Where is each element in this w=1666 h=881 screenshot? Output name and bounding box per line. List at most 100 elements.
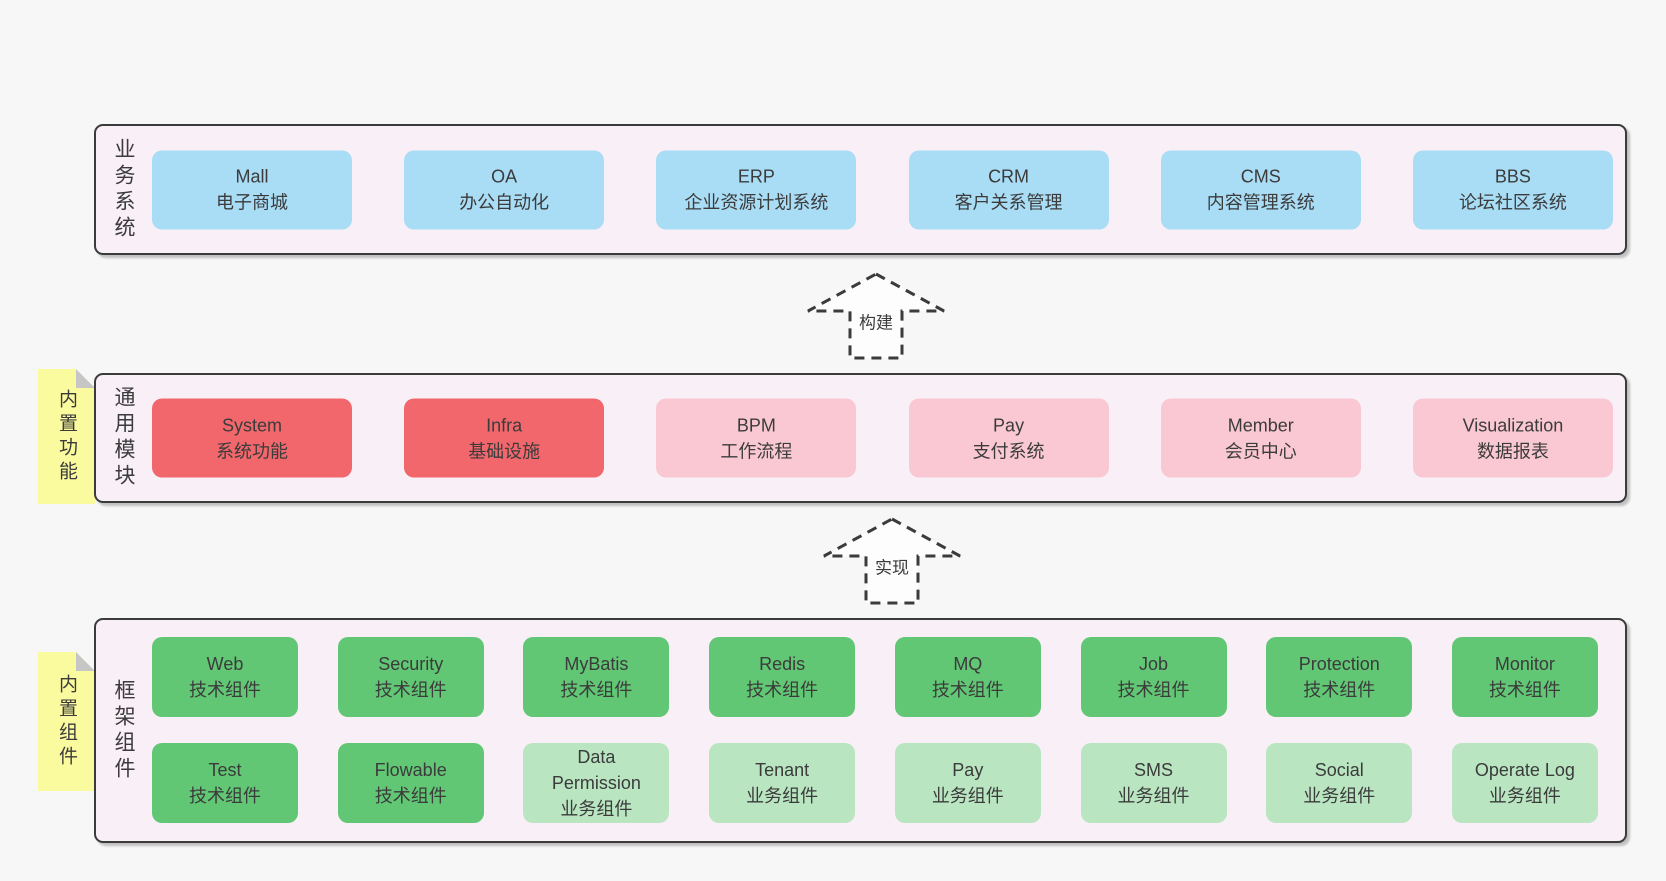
box-mybatis: MyBatis 技术组件: [523, 637, 670, 717]
arrow-implement: 实现: [822, 517, 962, 605]
box-title: Member: [1227, 415, 1294, 435]
box-title: Monitor: [1494, 654, 1555, 674]
box-subtitle: 办公自动化: [459, 192, 550, 213]
box-title: Redis: [759, 654, 806, 674]
box-pay: Pay 支付系统: [908, 398, 1109, 478]
box-title: Operate Log: [1474, 760, 1575, 780]
box-web: Web 技术组件: [152, 637, 298, 717]
box-title: OA: [491, 166, 518, 187]
box-subtitle: 数据报表: [1476, 441, 1549, 461]
sticky-note-builtin-features: 内置功能: [38, 369, 95, 504]
sticky-note-label: 内置功能: [56, 388, 77, 485]
box-title: SMS: [1134, 760, 1174, 780]
arrow-build-label: 构建: [856, 308, 896, 334]
box-subtitle: 会员中心: [1224, 441, 1297, 461]
box-subtitle: 技术组件: [374, 680, 447, 700]
box-subtitle: 企业资源计划系统: [684, 192, 829, 213]
box-monitor: Monitor 技术组件: [1451, 637, 1598, 717]
box-redis: Redis 技术组件: [709, 637, 856, 717]
box-crm: CRM 客户关系管理: [908, 150, 1109, 229]
box-title: BPM: [736, 415, 776, 435]
box-title: Infra: [486, 415, 523, 435]
box-subtitle: 技术组件: [931, 680, 1004, 700]
box-title: Tenant: [755, 760, 810, 780]
folded-corner-icon: [76, 369, 95, 388]
box-title: MyBatis: [564, 654, 629, 674]
box-cms: CMS 内容管理系统: [1160, 150, 1361, 229]
box-subtitle: 基础设施: [468, 441, 541, 461]
box-title: Pay: [952, 760, 984, 780]
box-pay-business: Pay 业务组件: [894, 743, 1041, 823]
arrow-implement-label: 实现: [872, 553, 912, 579]
box-title: Data Permission: [551, 747, 641, 793]
box-title: CRM: [988, 166, 1030, 187]
box-flowable: Flowable 技术组件: [337, 743, 484, 823]
box-subtitle: 业务组件: [1117, 786, 1190, 806]
band-label-common-modules: 通用模块: [112, 386, 135, 490]
box-visualization: Visualization 数据报表: [1412, 398, 1613, 478]
box-title: Flowable: [374, 760, 447, 780]
box-subtitle: 技术组件: [1117, 680, 1190, 700]
box-subtitle: 客户关系管理: [954, 192, 1063, 213]
box-subtitle: 业务组件: [560, 799, 633, 819]
box-protection: Protection 技术组件: [1266, 637, 1413, 717]
band-label-framework-components: 框架组件: [112, 678, 135, 783]
box-subtitle: 业务组件: [746, 786, 819, 806]
box-title: BBS: [1494, 166, 1531, 187]
box-tenant: Tenant 业务组件: [709, 743, 856, 823]
framework-row-1: Web 技术组件 Security 技术组件 MyBatis 技术组件 Redi…: [152, 637, 1598, 717]
box-title: Visualization: [1462, 415, 1564, 435]
box-title: CMS: [1240, 166, 1281, 187]
band-common-modules: 通用模块 System 系统功能 Infra 基础设施 BPM 工作流程 Pay…: [94, 373, 1627, 503]
box-oa: OA 办公自动化: [404, 150, 605, 229]
box-title: Job: [1139, 654, 1169, 674]
box-system: System 系统功能: [152, 398, 352, 478]
box-title: Pay: [993, 415, 1025, 435]
framework-components-rows: Web 技术组件 Security 技术组件 MyBatis 技术组件 Redi…: [152, 637, 1598, 823]
box-title: Mall: [235, 166, 269, 187]
box-subtitle: 技术组件: [1303, 680, 1376, 700]
box-member: Member 会员中心: [1160, 398, 1361, 478]
box-subtitle: 系统功能: [216, 441, 288, 461]
box-mall: Mall 电子商城: [152, 150, 352, 229]
box-erp: ERP 企业资源计划系统: [656, 150, 857, 229]
box-mq: MQ 技术组件: [894, 637, 1041, 717]
box-subtitle: 技术组件: [189, 680, 261, 700]
box-bbs: BBS 论坛社区系统: [1412, 150, 1613, 229]
box-subtitle: 工作流程: [720, 441, 793, 461]
box-operate-log: Operate Log 业务组件: [1451, 743, 1598, 823]
box-title: Protection: [1298, 654, 1380, 674]
box-subtitle: 论坛社区系统: [1458, 192, 1567, 213]
band-label-business-systems: 业务系统: [112, 137, 135, 242]
box-test: Test 技术组件: [152, 743, 298, 823]
box-infra: Infra 基础设施: [404, 398, 605, 478]
framework-row-2: Test 技术组件 Flowable 技术组件 Data Permission …: [152, 743, 1598, 823]
box-title: MQ: [953, 654, 983, 674]
band-business-systems: 业务系统 Mall 电子商城 OA 办公自动化 ERP 企业资源计划系统 CRM…: [94, 124, 1627, 255]
box-title: Security: [378, 654, 444, 674]
box-title: Test: [208, 760, 242, 780]
box-sms: SMS 业务组件: [1080, 743, 1227, 823]
box-subtitle: 技术组件: [374, 786, 447, 806]
box-subtitle: 业务组件: [1303, 786, 1376, 806]
box-data-permission: Data Permission 业务组件: [523, 743, 670, 823]
box-title: Social: [1314, 760, 1364, 780]
box-subtitle: 技术组件: [560, 680, 633, 700]
box-subtitle: 技术组件: [189, 786, 261, 806]
box-subtitle: 内容管理系统: [1206, 192, 1315, 213]
sticky-note-builtin-components: 内置组件: [38, 652, 95, 791]
band-framework-components: 框架组件 Web 技术组件 Security 技术组件 MyBatis 技术组件…: [94, 618, 1627, 843]
box-subtitle: 业务组件: [931, 786, 1004, 806]
folded-corner-icon: [76, 652, 95, 671]
arrow-build: 构建: [806, 272, 946, 360]
box-subtitle: 业务组件: [1488, 786, 1561, 806]
box-bpm: BPM 工作流程: [656, 398, 857, 478]
business-systems-row: Mall 电子商城 OA 办公自动化 ERP 企业资源计划系统 CRM 客户关系…: [152, 150, 1613, 229]
box-security: Security 技术组件: [337, 637, 484, 717]
box-title: Web: [206, 654, 244, 674]
box-subtitle: 支付系统: [972, 441, 1045, 461]
box-job: Job 技术组件: [1080, 637, 1227, 717]
box-subtitle: 技术组件: [746, 680, 819, 700]
box-title: System: [221, 415, 282, 435]
